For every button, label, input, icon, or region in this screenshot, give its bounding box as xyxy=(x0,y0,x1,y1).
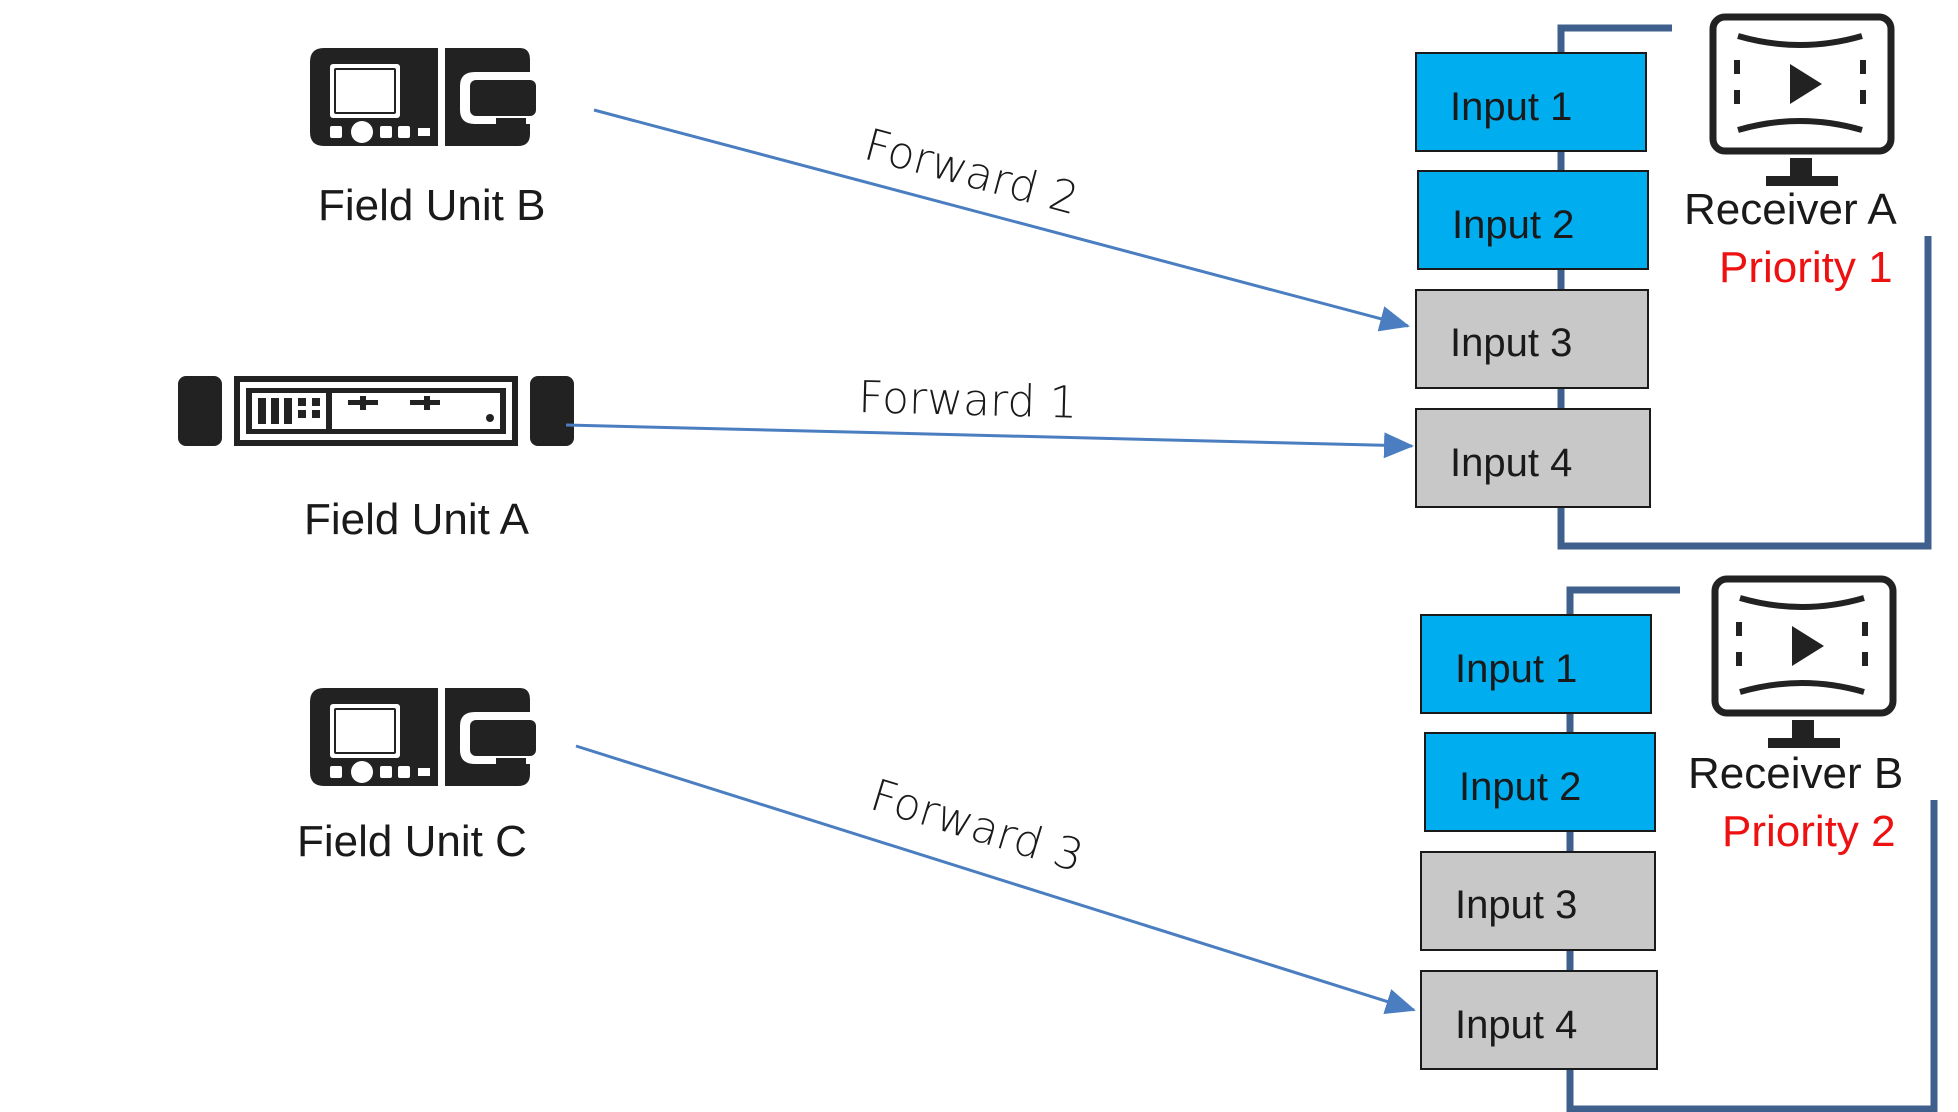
receiver-a-connector xyxy=(1557,24,1932,550)
svg-text:Input 1: Input 1 xyxy=(1455,647,1577,691)
field-unit-rack-icon xyxy=(178,376,574,446)
forward-2: Forward 2 xyxy=(593,108,1410,332)
receiver-a-label: Receiver A xyxy=(1684,185,1897,234)
svg-text:Input 3: Input 3 xyxy=(1450,321,1572,365)
field-unit-b-label: Field Unit B xyxy=(318,181,545,230)
field-unit-c-label: Field Unit C xyxy=(297,817,527,866)
svg-text:Input 4: Input 4 xyxy=(1455,1003,1577,1047)
field-unit-c: Field Unit C xyxy=(297,688,536,866)
receiver-b-input-1[interactable]: Input 1 xyxy=(1420,614,1652,714)
field-unit-portable-icon xyxy=(310,48,536,146)
monitor-play-icon xyxy=(1711,575,1897,748)
receiver-b-input-2[interactable]: Input 2 xyxy=(1424,732,1656,832)
receiver-a-input-1[interactable]: Input 1 xyxy=(1415,52,1647,152)
field-unit-portable-icon xyxy=(310,688,536,786)
forward-3: Forward 3 xyxy=(575,744,1416,1014)
svg-text:Input 2: Input 2 xyxy=(1452,203,1574,247)
receiver-a-input-4[interactable]: Input 4 xyxy=(1415,408,1651,508)
forward-1-label: Forward 1 xyxy=(858,372,1078,429)
svg-text:Input 4: Input 4 xyxy=(1450,441,1572,485)
forward-3-arrow xyxy=(575,744,1416,1014)
forward-1-arrow xyxy=(565,423,1414,459)
field-unit-a: Field Unit A xyxy=(178,376,574,544)
forward-3-label: Forward 3 xyxy=(865,770,1089,883)
receiver-a: Input 1 Input 2 Input 3 Input 4 Recei xyxy=(1415,13,1932,550)
field-unit-a-label: Field Unit A xyxy=(304,495,530,544)
field-unit-b: Field Unit B xyxy=(310,48,545,230)
monitor-play-icon xyxy=(1709,13,1895,186)
svg-text:Input 1: Input 1 xyxy=(1450,85,1572,129)
forward-1: Forward 1 xyxy=(565,372,1414,459)
receiver-b-priority: Priority 2 xyxy=(1722,807,1896,856)
receiver-b-connector xyxy=(1566,586,1938,1112)
receiver-b-input-3[interactable]: Input 3 xyxy=(1420,851,1656,951)
svg-text:Input 3: Input 3 xyxy=(1455,883,1577,927)
receiver-b-input-4[interactable]: Input 4 xyxy=(1420,970,1658,1070)
receiver-b-label: Receiver B xyxy=(1688,749,1903,798)
receiver-b: Input 1 Input 2 Input 3 Input 4 Receiver… xyxy=(1420,575,1938,1112)
svg-text:Input 2: Input 2 xyxy=(1459,765,1581,809)
receiver-a-input-2[interactable]: Input 2 xyxy=(1417,170,1649,270)
forward-2-arrow xyxy=(593,108,1410,332)
receiver-a-input-3[interactable]: Input 3 xyxy=(1415,289,1649,389)
receiver-a-priority: Priority 1 xyxy=(1719,243,1893,292)
